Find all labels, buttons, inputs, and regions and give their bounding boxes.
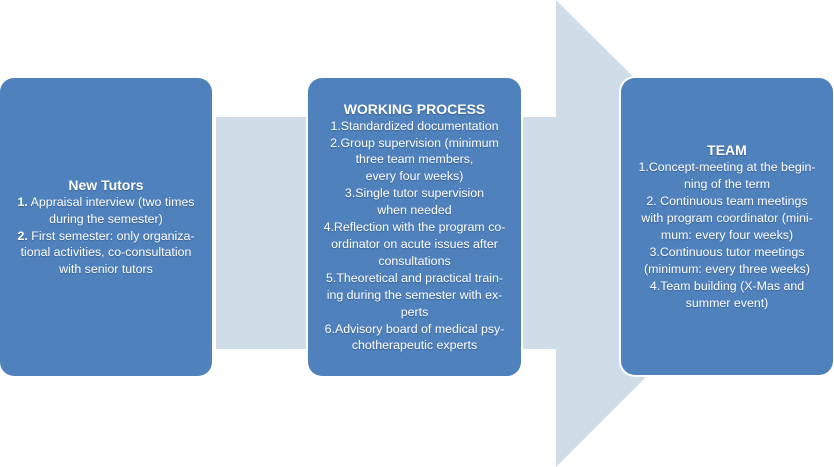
team-line: 3.Continuous tutor meetings [649, 244, 805, 259]
team-line: mum: every four weeks) [660, 228, 794, 243]
team-line: 2. Continuous team meetings [646, 194, 808, 209]
working-process-line: ing during the semester with ex- [326, 287, 503, 302]
working-process-line: chotherapeutic experts [351, 338, 478, 353]
new-tutors-item-cont: with senior tutors [59, 262, 153, 277]
item-text: First semester: only organiza- [27, 228, 195, 243]
new-tutors-title: New Tutors [68, 176, 144, 193]
team-box: TEAM 1.Concept-meeting at the begin- nin… [621, 78, 833, 375]
working-process-line: ordinator on acute issues after [331, 237, 498, 251]
new-tutors-item: 2. First semester: only organiza- [18, 228, 195, 245]
working-process-line: perts [400, 304, 429, 319]
new-tutors-box: New Tutors 1. Appraisal interview (two t… [0, 78, 212, 376]
item-number: 2. [17, 228, 28, 243]
working-process-line: when needed [377, 203, 452, 218]
working-process-line: 1.Standardized documentation [330, 118, 499, 133]
team-line: summer event) [685, 295, 769, 310]
working-process-line: every four weeks) [365, 169, 464, 184]
working-process-line: three team members, [355, 152, 474, 167]
team-line: ning of the term [683, 177, 771, 192]
team-line: (minimum: every three weeks) [644, 261, 810, 276]
team-line: with program coordinator (mini- [641, 211, 813, 226]
working-process-line: 6.Advisory board of medical psy- [324, 321, 505, 336]
new-tutors-item-cont: tional activities, co-consultation [20, 245, 192, 260]
item-number: 1. [17, 194, 28, 209]
new-tutors-item: 1. Appraisal interview (two times [18, 194, 195, 211]
team-line: 4.Team building (X-Mas and [649, 278, 805, 293]
working-process-title: WORKING PROCESS [343, 100, 486, 117]
item-text: Appraisal interview (two times [27, 194, 195, 209]
working-process-line: 3.Single tutor supervision [344, 186, 485, 201]
working-process-line: consultations [378, 253, 451, 268]
working-process-box: WORKING PROCESS 1.Standardized documenta… [308, 78, 521, 376]
working-process-line: 5.Theoretical and practical train- [326, 270, 503, 285]
team-line: 1.Concept-meeting at the begin- [638, 160, 816, 175]
working-process-line: 4.Reflection with the program co- [323, 220, 506, 235]
new-tutors-item-cont: during the semester) [49, 211, 163, 226]
working-process-line: 2.Group supervision (minimum [330, 135, 499, 150]
team-title: TEAM [707, 142, 747, 159]
